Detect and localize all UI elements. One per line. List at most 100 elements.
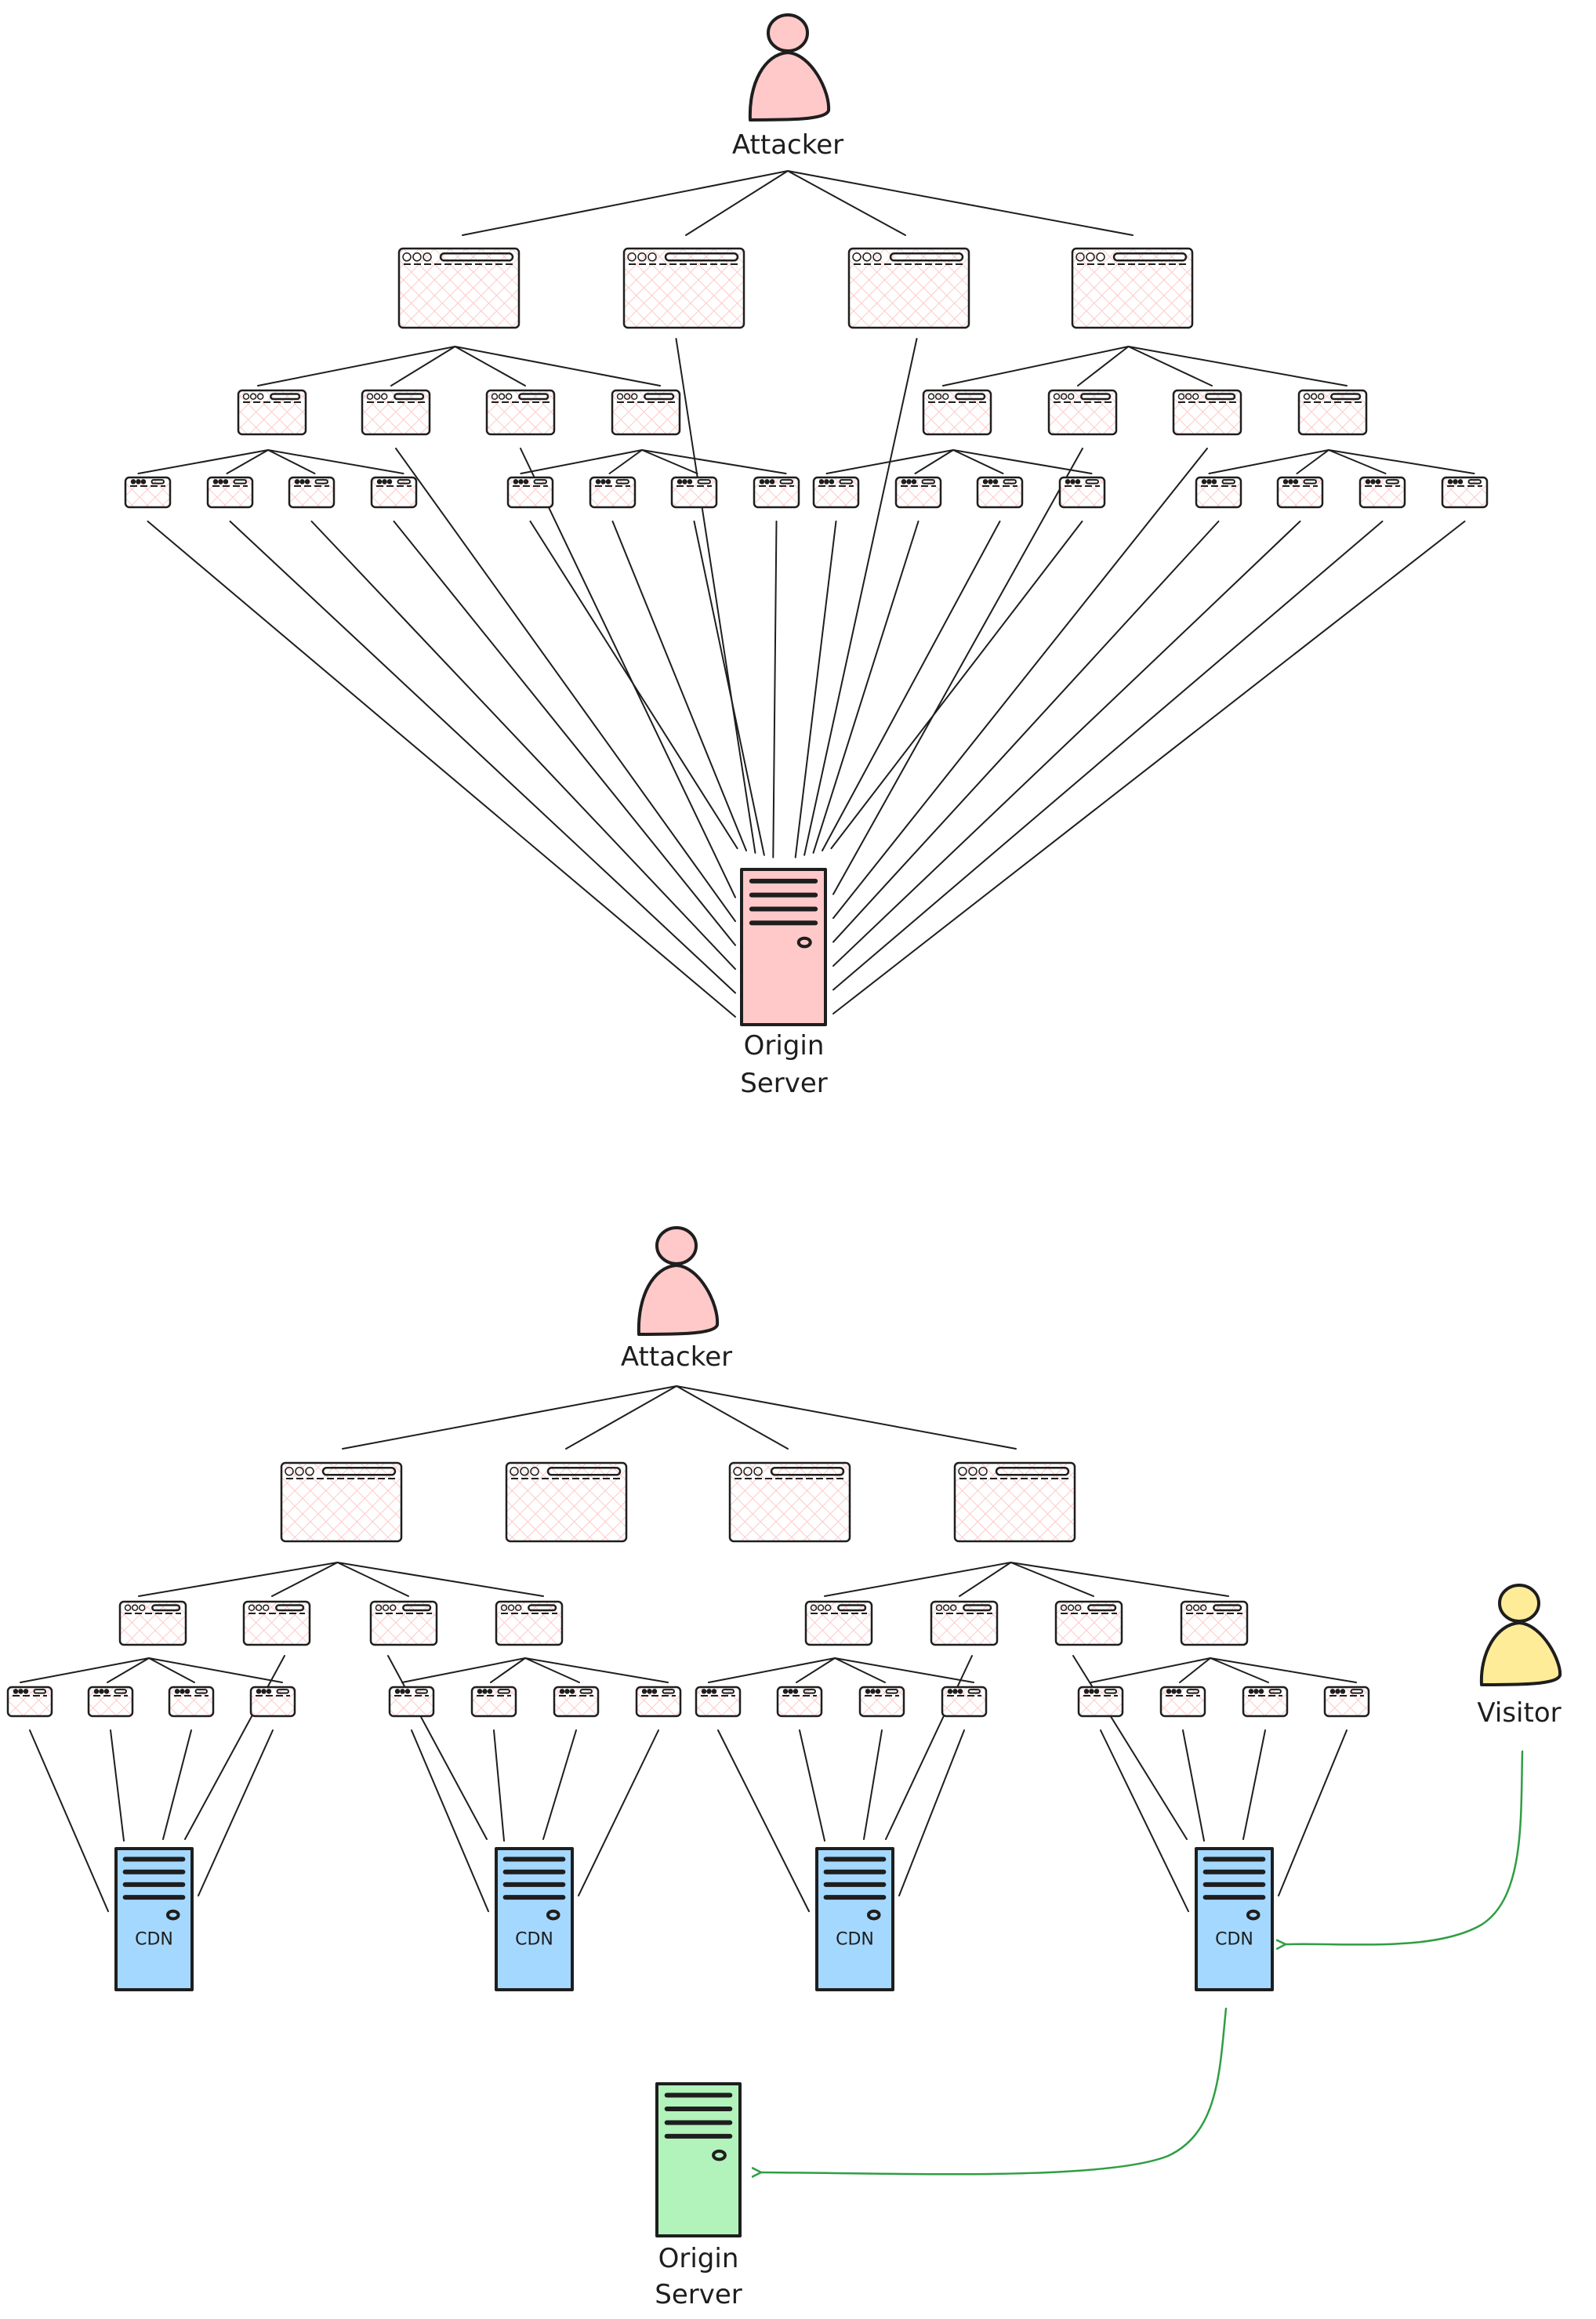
attacker-to-bot-edge: [565, 1385, 677, 1450]
browser-window-icon: [858, 1686, 905, 1718]
bot-to-origin-edge: [832, 521, 1301, 967]
address-bar-icon: [151, 1604, 181, 1612]
cdn-scenario-bot-tier3-15: [1323, 1686, 1370, 1718]
window-control-icon: [600, 479, 606, 484]
bot-to-bot-edge: [1179, 1657, 1211, 1683]
window-control-icon: [1184, 393, 1192, 401]
browser-window-icon: [1242, 1686, 1289, 1718]
window-control-icon: [616, 393, 624, 401]
bot-tier1-3: [1071, 247, 1194, 329]
address-bar-icon: [33, 1689, 46, 1694]
attacker-top: [748, 13, 831, 122]
window-control-icon: [423, 252, 432, 262]
window-control-icon: [687, 479, 693, 484]
person-head-icon: [767, 13, 809, 53]
browser-window-icon: [495, 1600, 564, 1646]
address-bar-icon: [955, 393, 986, 401]
cdn-scenario-bot-tier3-2: [168, 1686, 215, 1718]
address-bar-icon: [1085, 479, 1099, 484]
window-control-icon: [266, 1689, 272, 1694]
window-control-icon: [523, 479, 529, 484]
window-control-icon: [507, 1604, 515, 1612]
window-control-icon: [299, 479, 305, 484]
bot-to-cdn-edge: [1100, 1729, 1189, 1912]
window-control-icon: [136, 479, 141, 484]
window-control-icon: [1067, 393, 1075, 401]
window-control-icon: [138, 1604, 146, 1612]
address-bar-icon: [1350, 1689, 1363, 1694]
window-control-icon: [18, 1689, 24, 1694]
window-control-icon: [1089, 1689, 1094, 1694]
window-control-icon: [630, 393, 638, 401]
bot-to-bot-edge: [834, 1657, 886, 1683]
window-control-icon: [1457, 479, 1464, 484]
origin-label-bottom-line2: Server: [655, 2279, 742, 2310]
cdn-scenario-bot-tier3-9: [776, 1686, 823, 1718]
address-bar-icon: [415, 1689, 428, 1694]
browser-window-icon: [505, 1461, 628, 1543]
cdn-scenario-bot-tier1-2: [728, 1461, 851, 1543]
bot-to-bot-edge: [454, 346, 661, 386]
cdn-server-2: CDN: [815, 1847, 894, 1991]
bot-tier3-3: [370, 476, 418, 509]
cdn-scenario-bot-tier3-4: [388, 1686, 435, 1718]
window-control-icon: [1288, 479, 1293, 484]
window-control-icon: [875, 1689, 881, 1694]
address-bar-icon: [770, 1467, 845, 1476]
window-control-icon: [498, 393, 506, 401]
browser-window-icon: [206, 476, 254, 509]
window-control-icon: [93, 1689, 100, 1694]
bot-to-cdn-edge: [184, 1655, 285, 1840]
cdn-scenario-bot-tier2-2: [369, 1600, 438, 1646]
window-control-icon: [1370, 479, 1376, 484]
bot-to-bot-edge: [137, 449, 269, 474]
browser-window-icon: [168, 1686, 215, 1718]
cdn-scenario-bot-tier3-12: [1077, 1686, 1124, 1718]
origin-server-protected: [655, 2082, 742, 2237]
browser-window-icon: [728, 1461, 851, 1543]
bot-tier3-8: [812, 476, 860, 509]
window-control-icon: [559, 1689, 565, 1694]
bot-to-bot-edge: [1210, 1657, 1357, 1683]
browser-window-icon: [1077, 1686, 1124, 1718]
window-control-icon: [256, 1689, 262, 1694]
address-bar-icon: [1186, 1689, 1199, 1694]
bot-to-origin-edge: [822, 521, 1001, 851]
window-control-icon: [824, 479, 829, 484]
window-control-icon: [510, 1467, 519, 1476]
bot-to-cdn-edge: [1072, 1655, 1188, 1840]
address-bar-icon: [1213, 1604, 1242, 1612]
power-button-icon: [796, 936, 812, 949]
connections-layer: [20, 170, 1524, 2174]
bot-to-cdn-edge: [1278, 1729, 1348, 1896]
window-control-icon: [1192, 393, 1199, 401]
bot-to-bot-edge: [1296, 449, 1329, 474]
window-control-icon: [978, 1467, 988, 1476]
cdn-scenario-bot-tier3-5: [470, 1686, 517, 1718]
window-control-icon: [1060, 393, 1068, 401]
browser-window-icon: [370, 476, 418, 509]
origin-label-top-line2: Server: [740, 1068, 828, 1099]
address-bar-icon: [397, 479, 411, 484]
power-button-icon: [1246, 1909, 1260, 1921]
address-bar-icon: [533, 479, 547, 484]
bot-to-origin-edge: [675, 338, 756, 854]
bot-to-bot-edge: [336, 1562, 409, 1597]
bot-to-bot-edge: [524, 1657, 669, 1683]
address-bar-icon: [518, 393, 550, 401]
window-control-icon: [99, 1689, 104, 1694]
bot-to-cdn-edge: [578, 1729, 659, 1896]
bot-to-origin-edge: [147, 521, 736, 1018]
bot-to-origin-edge: [812, 521, 920, 854]
bot-to-bot-edge: [257, 346, 456, 386]
address-bar-icon: [497, 1689, 510, 1694]
window-control-icon: [1211, 479, 1217, 484]
window-control-icon: [743, 1467, 753, 1476]
window-control-icon: [764, 479, 770, 484]
address-bar-icon: [664, 252, 739, 262]
bot-to-bot-edge: [401, 1657, 526, 1683]
address-bar-icon: [579, 1689, 593, 1694]
attacker-to-bot-edge: [787, 170, 906, 236]
window-control-icon: [248, 1604, 256, 1612]
window-control-icon: [1177, 393, 1185, 401]
